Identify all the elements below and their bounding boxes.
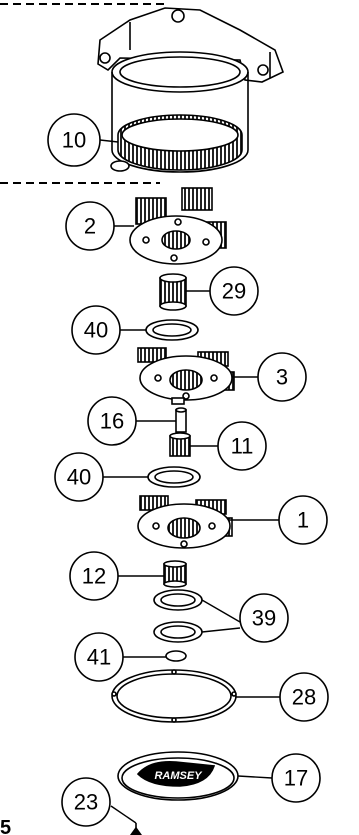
callout-41-label: 41 — [87, 645, 111, 670]
callout-12-label: 12 — [82, 564, 106, 589]
corner-mark: 5 — [0, 817, 11, 835]
callout-2: 2 — [65, 201, 115, 251]
callout-16: 16 — [87, 396, 137, 446]
callout-12: 12 — [69, 551, 119, 601]
part-washers-39 — [153, 589, 203, 643]
callout-40-upper-label: 40 — [84, 318, 108, 343]
callout-1-label: 1 — [297, 508, 309, 533]
callout-2-label: 2 — [84, 214, 96, 239]
callout-11-label: 11 — [231, 434, 254, 459]
callout-11: 11 — [217, 421, 267, 471]
callout-17-label: 17 — [284, 766, 308, 791]
callout-29-label: 29 — [222, 279, 246, 304]
leader-lines — [99, 139, 280, 824]
part-housing — [97, 7, 285, 173]
part-planet-stage-lower — [137, 495, 233, 549]
callout-3-label: 3 — [276, 365, 288, 390]
callout-40-lower: 40 — [54, 452, 104, 502]
callout-10: 10 — [47, 113, 101, 167]
callout-3: 3 — [257, 352, 307, 402]
callout-41: 41 — [74, 632, 124, 682]
callout-39-label: 39 — [252, 606, 276, 631]
part-gasket-28 — [111, 669, 237, 723]
callout-40-upper: 40 — [71, 305, 121, 355]
callout-29: 29 — [209, 266, 259, 316]
part-washer-lower — [147, 466, 201, 488]
callout-10-label: 10 — [62, 128, 86, 153]
part-sun-gear-shaft — [159, 273, 187, 311]
callout-28: 28 — [279, 672, 329, 722]
part-end-cover-17: RAMSEY — [117, 751, 239, 801]
part-sun-gear-12 — [163, 560, 187, 588]
callout-23-label: 23 — [74, 790, 98, 815]
callout-39: 39 — [239, 593, 289, 643]
part-gear-11 — [169, 432, 191, 457]
callout-16-label: 16 — [100, 409, 124, 434]
part-planet-carrier — [129, 187, 227, 265]
callout-23: 23 — [61, 777, 111, 827]
part-planet-stage-upper — [137, 347, 235, 405]
callout-17: 17 — [271, 753, 321, 803]
part-washer-upper — [145, 319, 199, 341]
part-pin — [175, 407, 187, 433]
part-oring-41 — [165, 650, 187, 662]
callout-28-label: 28 — [292, 685, 316, 710]
callout-1: 1 — [278, 495, 328, 545]
cover-logo: RAMSEY — [154, 770, 203, 782]
callout-40-lower-label: 40 — [67, 465, 91, 490]
part-screw-23 — [130, 823, 142, 835]
